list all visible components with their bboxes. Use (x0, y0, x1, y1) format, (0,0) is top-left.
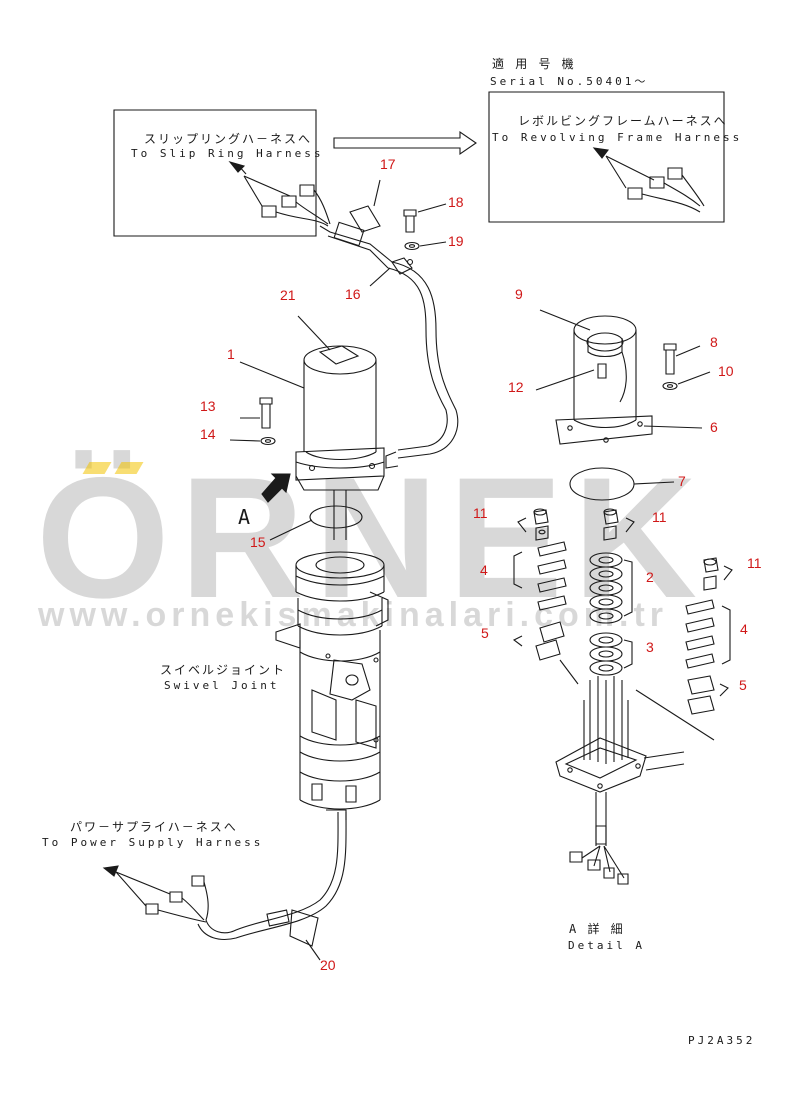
callout-4-left: 4 (480, 562, 488, 578)
drawing-code: PJ2A352 (688, 1034, 756, 1047)
callout-11-right: 11 (747, 555, 762, 571)
callout-4-right: 4 (740, 621, 748, 637)
arrow-icon (104, 866, 118, 876)
transfer-arrow-icon (334, 132, 476, 154)
serial-number: Serial No.50401～ (490, 75, 649, 88)
callout-20: 20 (320, 957, 336, 973)
view-a-arrow-icon (262, 474, 290, 502)
swivel-joint-label-en: Swivel Joint (164, 679, 280, 692)
applicable-serial-jp: 適 用 号 機 (492, 57, 576, 71)
watermark-url: www.ornekismakinalari.com.tr (38, 596, 669, 634)
callout-8: 8 (710, 334, 718, 350)
callout-11-middle: 11 (652, 509, 667, 525)
callout-19: 19 (448, 233, 464, 249)
callout-5-left: 5 (481, 625, 489, 641)
callout-15: 15 (250, 534, 266, 550)
slip-ring-label-en: To Slip Ring Harness (131, 147, 324, 160)
detail-a-label-jp: A 詳 細 (569, 922, 625, 936)
label-plate (320, 346, 358, 364)
callout-10: 10 (718, 363, 734, 379)
detail-a-label-en: Detail A (568, 939, 645, 952)
revolving-frame-box (489, 92, 724, 222)
arrow-icon (230, 162, 244, 172)
callout-17: 17 (380, 156, 396, 172)
callout-2: 2 (646, 569, 654, 585)
callout-21: 21 (280, 287, 296, 303)
callout-18: 18 (448, 194, 464, 210)
tag-17 (350, 206, 380, 232)
callout-11-left: 11 (473, 505, 488, 521)
callout-7: 7 (678, 473, 686, 489)
tag-20 (290, 910, 318, 946)
callout-1: 1 (227, 346, 235, 362)
callout-14: 14 (200, 426, 216, 442)
slip-ring-box (114, 110, 316, 236)
callout-6: 6 (710, 419, 718, 435)
power-supply-label-jp: パワ－サプライハ－ネスへ (70, 820, 238, 834)
swivel-joint-label-jp: スイベルジョイント (160, 663, 287, 677)
arrow-icon (594, 148, 608, 158)
callout-12: 12 (508, 379, 524, 395)
callout-3: 3 (646, 639, 654, 655)
revolving-frame-label-en: To Revolving Frame Harness (492, 131, 743, 144)
callout-5-right: 5 (739, 677, 747, 693)
callout-13: 13 (200, 398, 216, 414)
slip-ring-label-jp: スリップリングハ－ネスへ (144, 132, 313, 146)
callout-9: 9 (515, 286, 523, 302)
view-a-marker: A (238, 505, 251, 529)
power-supply-label-en: To Power Supply Harness (42, 836, 264, 849)
callout-16: 16 (345, 286, 361, 302)
revolving-frame-label-jp: レボルビングフレームハーネスへ (518, 114, 728, 128)
